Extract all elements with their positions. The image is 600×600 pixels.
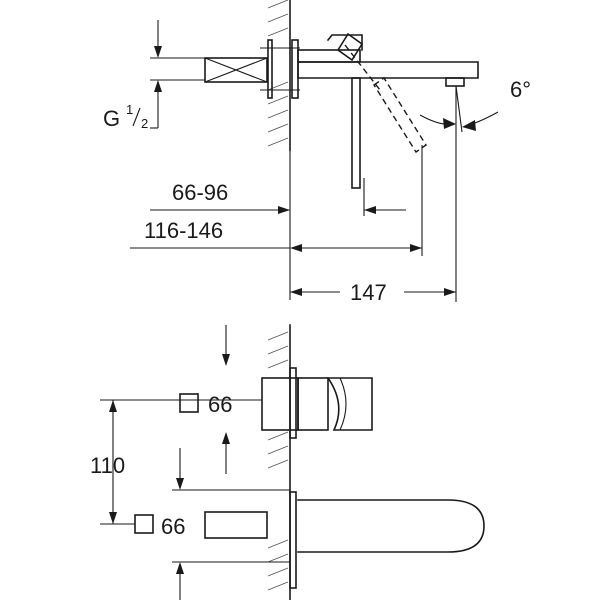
wall-to-body-dimension: 66-96: [150, 178, 406, 216]
inlet-body: [204, 57, 268, 83]
wall-hatching-bottom: [267, 324, 291, 600]
bottom-plate-dimension: 66: [134, 448, 290, 600]
lever: [351, 77, 361, 189]
plate-bottom-label: 66: [161, 514, 185, 539]
wall-to-lever-label: 116-146: [144, 218, 223, 243]
lever-unit-front: [261, 367, 373, 439]
side-elevation-view: G 1 2: [103, 0, 531, 305]
top-plate-dimension: 66: [100, 325, 262, 474]
spout-unit-front: [204, 491, 485, 589]
wall-hatching-top: [267, 0, 291, 151]
front-elevation-view: 66 110 66: [90, 324, 485, 600]
spout-projection-dimension: 147: [290, 280, 456, 305]
angle-label: 6°: [510, 77, 531, 102]
mounting-plate: [260, 39, 300, 99]
wall-to-lever-dimension: 116-146: [130, 145, 423, 300]
center-distance-dimension: 110: [90, 400, 135, 525]
angle-dimension: 6°: [419, 77, 531, 302]
spout-projection-label: 147: [350, 280, 387, 305]
thread-letter: G: [103, 106, 120, 131]
center-distance-label: 110: [90, 453, 125, 478]
spout: [297, 32, 479, 87]
square-symbol-bottom: [134, 514, 154, 534]
plate-top-label: 66: [208, 392, 232, 417]
thread-label: G 1 2: [103, 102, 148, 131]
wall-to-body-label: 66-96: [172, 180, 228, 205]
thread-height-dimension: [150, 20, 205, 129]
lever-tilted-position: [344, 44, 427, 153]
thread-numerator: 1: [126, 102, 133, 117]
square-symbol-top: [179, 393, 199, 413]
thread-denominator: 2: [141, 116, 148, 131]
